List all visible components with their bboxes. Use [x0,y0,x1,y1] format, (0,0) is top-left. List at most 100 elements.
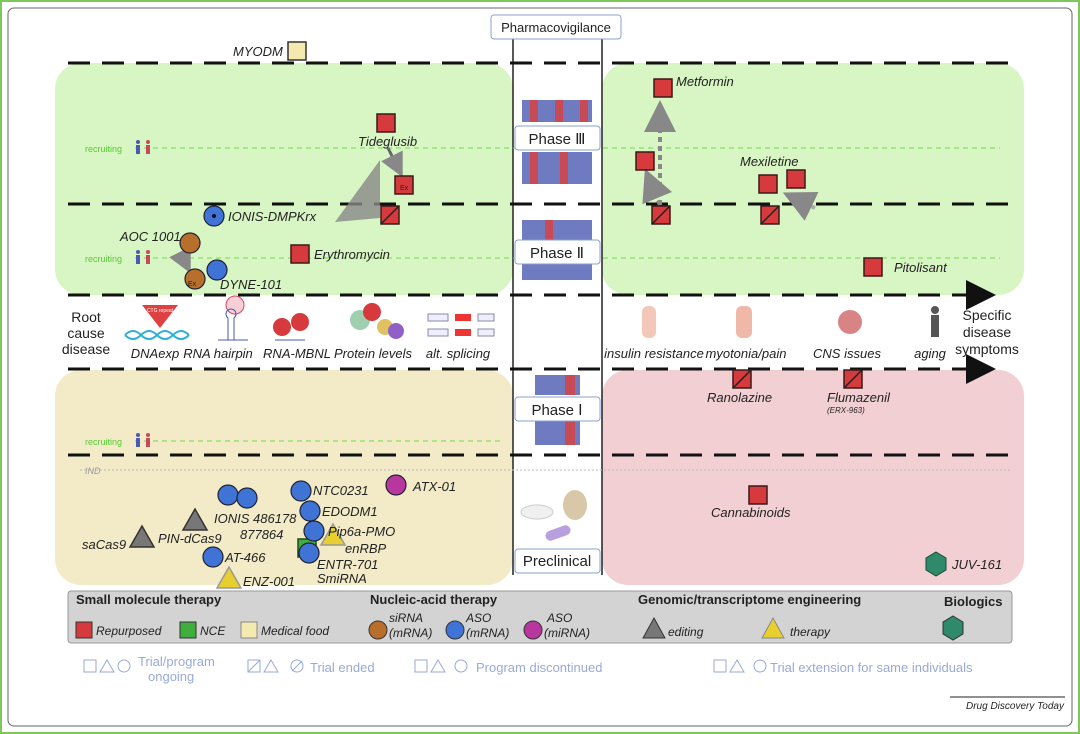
legend-biologics: Biologics [944,594,1003,609]
source-label: Drug Discovery Today [966,701,1065,712]
ionis877864-marker [236,487,258,509]
svg-text:NCE: NCE [200,624,226,638]
preclinical-icons [520,490,587,541]
aso-mirna-legend-icon [523,620,543,640]
therapy-legend-icon [761,616,785,639]
drug-pip6a-pmo: Pip6a-PMO [328,524,395,539]
ind-label: IND [85,466,101,476]
svg-text:cause: cause [67,325,105,341]
quadrant-top-left [55,63,513,295]
drug-ntc0231: NTC0231 [313,483,369,498]
svg-text:Medical food: Medical food [261,624,329,638]
biologics-legend-icon [942,615,964,641]
tideglusib-marker [376,113,396,133]
drug-ranolazine: Ranolazine [707,390,772,405]
drug-juv161: JUV-161 [951,557,1002,572]
progress-arrows [169,100,819,274]
engineering-markers [128,507,347,589]
phase-1-label: Phase Ⅰ [531,402,582,419]
svg-text:symptoms: symptoms [955,341,1019,357]
inner-frame [7,7,1073,727]
svg-text:Program discontinued: Program discontinued [476,660,602,675]
drug-enz001: ENZ-001 [243,574,295,589]
pin-dcas9-marker [181,507,209,531]
myodm-marker [287,41,307,61]
drug-tideglusib: Tideglusib [358,134,417,149]
drug-atx01: ATX-01 [412,479,456,494]
drug-entr701: ENTR-701 [317,557,378,572]
people-icon [136,140,150,447]
patient-crowd-icon [522,100,592,445]
drug-aoc1001: AOC 1001 [119,229,181,244]
sacas9-marker [128,524,156,548]
drug-flumazenil: Flumazenil [827,390,891,405]
phase-label-boxes: Phase Ⅲ Phase Ⅱ Phase Ⅰ Preclinical [514,125,601,574]
dyne101-marker [206,259,228,281]
svg-text:Root: Root [71,309,101,325]
symptom-labels: insulin resistance myotonia/pain CNS iss… [604,346,947,361]
ended-icon [247,659,261,673]
quadrant-bottom-right [602,370,1024,585]
nce-legend-icon [179,621,197,639]
svg-text:siRNA: siRNA [389,611,423,625]
editing-legend-icon [642,616,666,639]
drug-ionis877864: 877864 [240,527,283,542]
discontinued-icon [414,659,428,673]
drug-dyne101: DYNE-101 [220,277,282,292]
sirna-legend-icon [368,620,388,640]
edodm1-marker [299,500,321,522]
discontinued-dot [212,214,216,218]
root-cause-alt-splicing: alt. splicing [426,346,491,361]
svg-text:Trial/program: Trial/program [138,654,215,669]
svg-text:(mRNA): (mRNA) [466,626,509,640]
svg-text:ASO: ASO [546,611,572,625]
svg-text:Repurposed: Repurposed [96,624,162,638]
ongoing-icon [83,659,97,673]
symptom-cns: CNS issues [813,346,881,361]
phase-2-label: Phase Ⅱ [530,245,584,262]
extension-icon [713,659,727,673]
extension-icon: Ex [188,281,197,288]
drug-pitolisant: Pitolisant [894,260,948,275]
at466-marker [202,546,224,568]
symptom-insulin: insulin resistance [604,346,704,361]
pharmacovigilance-label: Pharmacovigilance [501,20,611,35]
juv161-marker [925,551,947,577]
recruiting-label: recruiting [85,437,122,447]
drug-myodm: MYODM [233,44,283,59]
ctg-repeat-icon [142,305,178,328]
mbnl-icon [273,318,291,336]
drug-erythromycin: Erythromycin [314,247,390,262]
drug-metformin: Metformin [676,74,734,89]
metformin-marker [635,151,655,171]
symptom-aging: aging [914,346,947,361]
root-cause-icons: CTG repeat [124,295,495,341]
splicing-icon [427,313,495,337]
cannabinoids-marker [748,485,768,505]
repurposed-legend-icon [75,621,93,639]
svg-text:therapy: therapy [790,625,831,639]
root-cause-dnaexp: DNAexp [131,346,179,361]
quadrant-bottom-left [55,370,513,585]
ionis486178-marker [217,484,239,506]
erythromycin-marker [290,244,310,264]
root-cause-protein-levels: Protein levels [334,346,413,361]
preclinical-label: Preclinical [523,553,591,570]
metformin-marker [653,78,673,98]
root-cause-labels: DNAexp RNA hairpin RNA-MBNL Protein leve… [131,346,491,361]
root-cause-rna-mbnl: RNA-MBNL [263,346,331,361]
atx01-marker [385,474,407,496]
mexiletine-marker [758,174,778,194]
aso-mrna-legend-icon [445,620,465,640]
svg-text:Trial extension for same indiv: Trial extension for same individuals [770,660,973,675]
legend-nucleic-acid: Nucleic-acid therapy [370,592,498,607]
extension-icon: Ex [400,185,409,192]
symptom-myotonia: myotonia/pain [706,346,787,361]
drug-labels: MYODM Tideglusib IONIS-DMPKrx AOC 1001 D… [82,44,1002,589]
tideglusib-extension-marker [394,175,414,195]
phase-lines [68,61,1018,457]
